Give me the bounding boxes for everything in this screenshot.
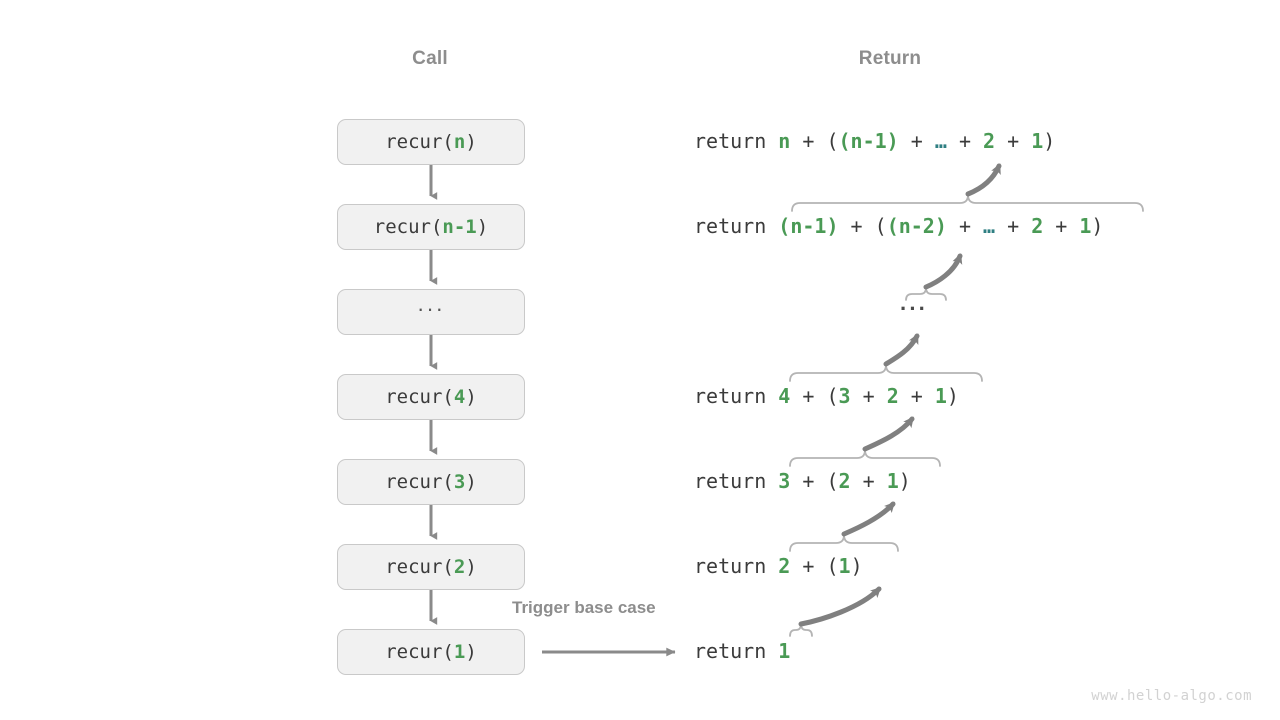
return-token-6: 1 (934, 384, 947, 408)
return-line-1: return n + ((n-1) + … + 2 + 1) (694, 131, 1055, 151)
call-box-n[interactable]: recur(n) (337, 119, 525, 165)
return-token-1: + ( (790, 129, 839, 153)
call-box-n-1[interactable]: recur(n-1) (337, 204, 525, 250)
call-prefix: recur( (373, 216, 443, 238)
return-token-2: 1 (838, 554, 851, 578)
call-box-ellipsis[interactable]: ··· (337, 289, 525, 335)
return-ellipsis: ··· (900, 296, 928, 321)
return-token-2: (n-1) (838, 129, 899, 153)
return-token-5: + (946, 129, 984, 153)
return-line-2: return (n-1) + ((n-2) + … + 2 + 1) (694, 216, 1103, 236)
return-token-0: n (778, 129, 791, 153)
return-token-7: ) (946, 384, 959, 408)
call-prefix: recur( (385, 471, 454, 493)
call-box-3[interactable]: recur(3) (337, 459, 525, 505)
return-token-2: 3 (838, 384, 851, 408)
call-suffix: ) (476, 216, 489, 238)
call-suffix: ) (465, 556, 477, 578)
return-token-8: 1 (1031, 129, 1044, 153)
return-keyword: return (694, 469, 779, 493)
return-line-3: return 4 + (3 + 2 + 1) (694, 386, 959, 406)
return-keyword: return (694, 214, 779, 238)
return-token-6: 2 (983, 129, 996, 153)
call-prefix: recur( (385, 386, 454, 408)
return-keyword: return (694, 554, 779, 578)
call-argument: 3 (453, 471, 466, 493)
call-box-1[interactable]: recur(1) (337, 629, 525, 675)
return-token-1: + ( (790, 384, 839, 408)
return-token-5: + (995, 214, 1032, 238)
call-suffix: ) (465, 471, 477, 493)
return-token-7: + (995, 129, 1032, 153)
return-token-3: + (898, 129, 935, 153)
return-token-4: 2 (886, 384, 899, 408)
return-token-4: 1 (886, 469, 899, 493)
return-token-1: + ( (790, 554, 839, 578)
return-token-0: 4 (778, 384, 791, 408)
return-token-5: ) (898, 469, 911, 493)
return-token-3: + (850, 469, 887, 493)
call-box-4[interactable]: recur(4) (337, 374, 525, 420)
return-keyword: return (694, 639, 779, 663)
watermark: www.hello-algo.com (1091, 688, 1252, 704)
call-argument: 1 (453, 641, 466, 663)
call-prefix: recur( (385, 641, 454, 663)
call-argument: 4 (453, 386, 466, 408)
return-keyword: return (694, 384, 779, 408)
return-line-4: return 3 + (2 + 1) (694, 471, 911, 491)
return-token-3: ) (850, 554, 863, 578)
return-token-0: 3 (778, 469, 791, 493)
column-header-return: Return (858, 48, 922, 69)
return-token-4: … (983, 214, 996, 238)
return-token-3: + (946, 214, 984, 238)
return-token-3: + (850, 384, 887, 408)
return-token-0: 2 (778, 554, 791, 578)
call-argument: 2 (453, 556, 466, 578)
return-token-9: ) (1091, 214, 1104, 238)
call-suffix: ) (465, 386, 477, 408)
call-suffix: ) (465, 641, 477, 663)
return-line-6: return 1 (694, 641, 790, 661)
return-token-8: 1 (1079, 214, 1092, 238)
call-argument: n (453, 131, 466, 153)
return-token-9: ) (1043, 129, 1056, 153)
call-argument: n-1 (442, 216, 477, 238)
return-token-6: 2 (1031, 214, 1044, 238)
call-box-2[interactable]: recur(2) (337, 544, 525, 590)
return-token-0: (n-1) (778, 214, 839, 238)
call-prefix: recur( (385, 131, 454, 153)
return-token-4: … (934, 129, 947, 153)
return-token-0: 1 (778, 639, 791, 663)
return-line-5: return 2 + (1) (694, 556, 863, 576)
return-token-1: + ( (838, 214, 887, 238)
return-token-5: + (898, 384, 935, 408)
return-keyword: return (694, 129, 779, 153)
return-token-2: 2 (838, 469, 851, 493)
call-suffix: ) (465, 131, 477, 153)
return-token-1: + ( (790, 469, 839, 493)
column-header-call: Call (412, 48, 448, 69)
call-prefix: recur( (385, 556, 454, 578)
return-token-7: + (1043, 214, 1080, 238)
trigger-base-case-label: Trigger base case (512, 598, 656, 617)
return-token-2: (n-2) (886, 214, 947, 238)
